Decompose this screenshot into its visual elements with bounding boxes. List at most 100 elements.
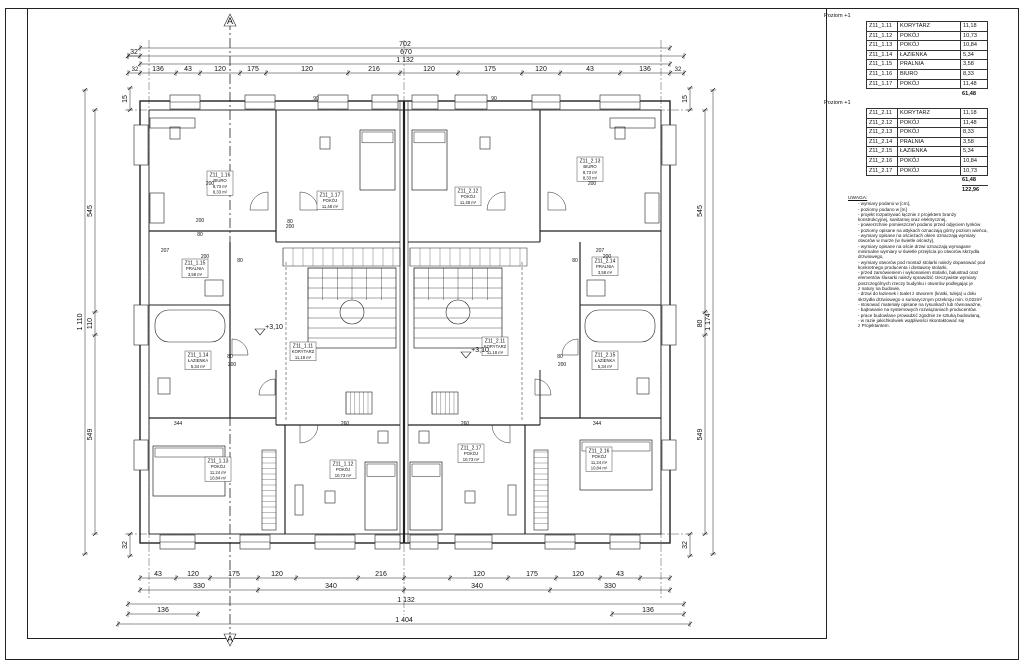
section-marker	[223, 13, 237, 27]
dim-bottom-seg: 120	[572, 571, 584, 578]
dim-tick	[137, 45, 143, 51]
notes-line: - projekt rozpatrywać łącznie z projekte…	[858, 211, 957, 217]
level-label: +3,10	[265, 324, 283, 331]
room-area: 11,18 m²	[295, 355, 312, 360]
wardrobe	[533, 449, 549, 531]
dim-bottom-seg: 43	[154, 571, 162, 578]
notes-line: z Projektantem.	[858, 323, 890, 329]
dim-tick	[92, 107, 98, 113]
notes-line: - bajtowanie na systemowych rozwiązaniac…	[858, 307, 977, 313]
room-name: PRALNIA	[186, 266, 204, 271]
dim-tick	[557, 70, 563, 76]
window	[661, 439, 677, 471]
dim-top-seg: 120	[301, 66, 313, 73]
dim-bottom-total: 1 404	[395, 617, 413, 624]
table1-cell: POKÓJ	[897, 78, 961, 90]
dim-tick	[127, 531, 133, 537]
table2-header: Poziom +1	[824, 100, 851, 106]
dim-tick	[137, 61, 143, 67]
dim-tick	[702, 332, 708, 338]
dim-left: 549	[87, 429, 94, 441]
table1-cell: Z11_1.16	[866, 68, 898, 80]
dim-internal: 200	[196, 218, 205, 224]
table2-cell: Z11_2.17	[866, 165, 898, 177]
dim-tick	[127, 553, 133, 559]
room-name: ŁAZIENKA	[188, 358, 208, 363]
dim-tick	[617, 70, 623, 76]
dim-right: 80	[697, 320, 704, 328]
table1-cell: PRALNIA	[897, 59, 961, 70]
dim-tick	[125, 53, 131, 59]
room-name: KORYTARZ	[292, 349, 315, 354]
room-area: 11,24 m²	[591, 460, 608, 465]
window	[661, 124, 677, 166]
dim-right-total: 1 174	[705, 313, 712, 331]
dim-tick	[401, 575, 407, 581]
dim-tick	[447, 575, 453, 581]
table2-total: 122,96	[962, 185, 988, 195]
dim-tick	[667, 70, 673, 76]
table1-cell: BIURO	[897, 68, 961, 80]
chair	[418, 430, 430, 444]
table1-cell: 11,18	[960, 21, 988, 32]
room-code: Z11_1.12	[333, 462, 354, 468]
notes-line: - powierzchnie pomieszczeń podano przed …	[858, 222, 981, 228]
dim-tick	[401, 587, 407, 593]
dim-right-small: 15	[682, 95, 689, 103]
dim-tick	[125, 70, 131, 76]
room-tag	[184, 350, 212, 370]
table2-cell: POKÓJ	[897, 165, 961, 177]
table2-cell: POKÓJ	[897, 155, 961, 167]
dim-top-seg: 32	[132, 67, 139, 73]
notes-line: - poziomy opisane na attykach oznaczają …	[858, 227, 988, 233]
room-code: Z11_2.14	[595, 259, 616, 265]
dim-tick	[687, 107, 693, 113]
table1-cell: Z11_1.17	[866, 78, 898, 90]
dim-tick	[687, 621, 693, 627]
room-name: POKÓJ	[592, 454, 606, 459]
room-area: 10,73 m²	[463, 457, 480, 462]
dim-tick	[255, 575, 261, 581]
table2-cell: Z11_2.16	[866, 155, 898, 167]
room-tag	[329, 459, 357, 479]
notes-line: konkretnego producenta i dostawcę stolar…	[858, 264, 948, 270]
dim-internal: 200	[558, 362, 567, 368]
dim-tick	[553, 575, 559, 581]
room-code: Z11_1.13	[208, 459, 229, 465]
dim-bottom-seg: 120	[271, 571, 283, 578]
dim-top-seg: 43	[586, 66, 594, 73]
dim-tick	[92, 309, 98, 315]
notes-line: - w razie jakichkolwiek wątpliwości skon…	[858, 317, 965, 323]
dim-internal: 200	[603, 254, 612, 260]
dim-tick	[345, 70, 351, 76]
room-code: Z11_2.13	[580, 159, 601, 165]
room-tag	[206, 170, 234, 196]
dim-tick	[127, 85, 133, 91]
dim-tick	[197, 70, 203, 76]
desk	[294, 484, 304, 516]
bathtub	[154, 309, 226, 343]
dim-top-seg: 32	[130, 49, 138, 56]
door-swing	[561, 338, 579, 356]
dim-top-seg: 120	[535, 66, 547, 73]
bathtub	[584, 309, 656, 343]
pillow	[366, 463, 396, 477]
room-name: POKÓJ	[323, 198, 337, 203]
dim-left: 110	[87, 318, 94, 329]
section-label-top: A	[227, 16, 233, 26]
room-area: 5,34 m²	[598, 364, 613, 369]
landing	[409, 247, 528, 267]
table2-cell: PRALNIA	[897, 136, 961, 148]
room-area: 3,58 m²	[188, 272, 203, 277]
dim-tick	[237, 70, 243, 76]
level-marker	[254, 328, 266, 336]
table2-cell: 3,58	[960, 136, 988, 148]
room-name: PRALNIA	[596, 264, 614, 269]
room-tag	[316, 190, 344, 210]
table1-header: Poziom +1	[824, 13, 851, 19]
table1-cell: 10,84	[960, 40, 988, 51]
pillow	[361, 131, 394, 144]
table2-cell: 10,73	[960, 165, 988, 177]
dim-tick	[702, 531, 708, 537]
